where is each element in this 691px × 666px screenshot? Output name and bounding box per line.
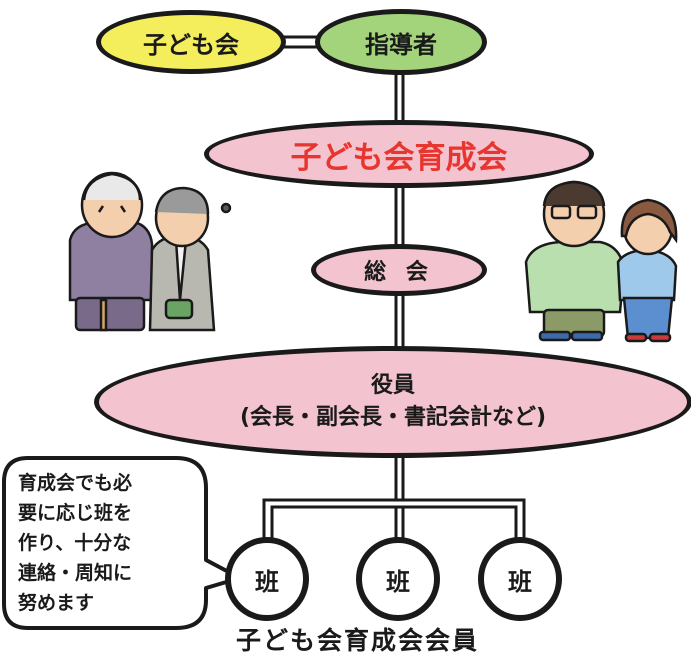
members-caption: 子ども会育成会会員 — [236, 626, 480, 655]
ikuseikai-node: 子ども会育成会 — [204, 120, 594, 188]
branch-to-groups — [262, 498, 526, 540]
vertical-spine — [394, 74, 405, 500]
callout-bubble — [2, 456, 242, 630]
group-label-3: 班 — [508, 567, 532, 596]
shidousha-node: 指導者 — [315, 9, 487, 75]
kodomokai-node: 子ども会 — [96, 10, 286, 74]
officers-title: 役員 — [370, 373, 415, 399]
group-node-2: 班 — [356, 537, 440, 621]
group-node-1: 班 — [225, 537, 309, 621]
callout-line: 努めます — [18, 592, 95, 614]
group-label-1: 班 — [255, 567, 279, 596]
officers-node: 役員 (会長・副会長・書記会計など) — [94, 346, 691, 458]
general-meeting-label: 総 会 — [364, 260, 434, 285]
callout-line: 連絡・周知に — [18, 562, 133, 584]
shidousha-label: 指導者 — [365, 30, 437, 59]
ikuseikai-label: 子ども会育成会 — [290, 139, 508, 176]
callout-line: 育成会でも必 — [18, 472, 133, 494]
kodomokai-label: 子ども会 — [143, 30, 239, 59]
father-illustration — [524, 180, 626, 342]
callout-line: 要に応じ班を — [18, 502, 133, 524]
callout-text: 育成会でも必 要に応じ班を 作り、十分な 連絡・周知に 努めます — [18, 468, 194, 618]
elderly-woman-illustration — [148, 186, 232, 332]
officers-detail: (会長・副会長・書記会計など) — [239, 405, 547, 430]
link-kodomokai-shidousha — [284, 35, 318, 49]
general-meeting-node: 総 会 — [311, 244, 487, 296]
group-node-3: 班 — [478, 537, 562, 621]
elderly-man-illustration — [68, 171, 154, 332]
mother-illustration — [616, 198, 678, 343]
callout-line: 作り、十分な — [18, 532, 132, 554]
group-label-2: 班 — [386, 567, 410, 596]
